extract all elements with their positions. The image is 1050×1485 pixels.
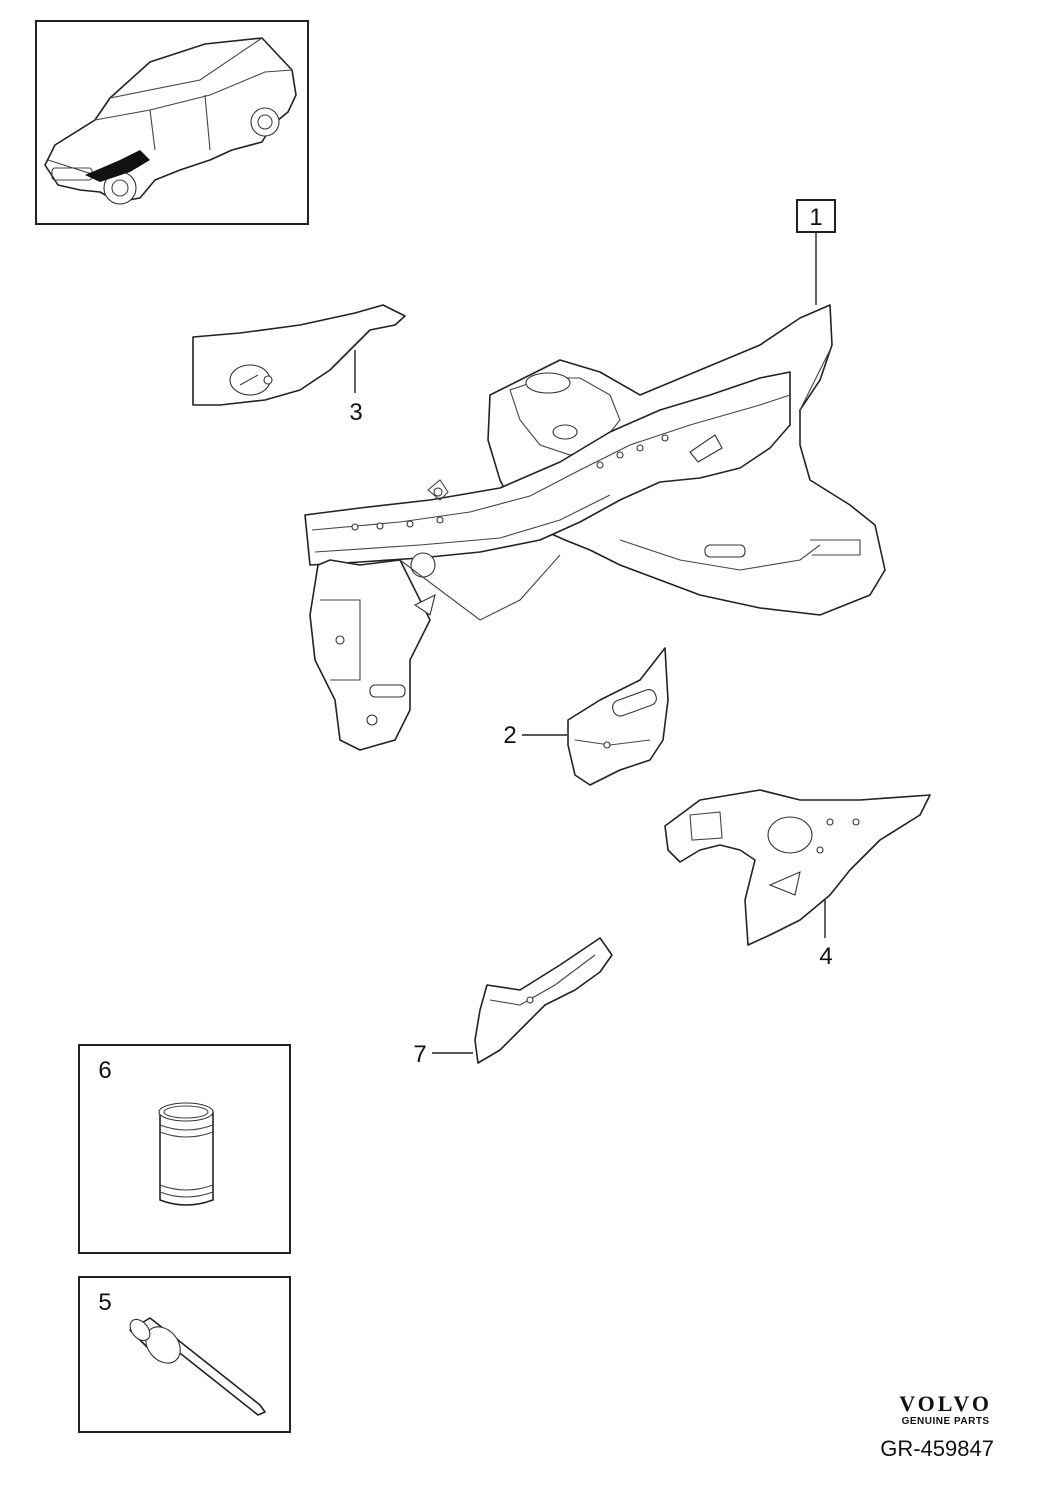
part-6-box: 6 bbox=[78, 1044, 291, 1254]
reference-number: GR-459847 bbox=[880, 1436, 994, 1461]
callout-1: 1 bbox=[809, 204, 822, 231]
callout-7: 7 bbox=[413, 1041, 426, 1068]
callout-6: 6 bbox=[98, 1057, 111, 1084]
callout-2: 2 bbox=[503, 722, 516, 749]
car-location-thumbnail bbox=[35, 20, 309, 225]
callout-5: 5 bbox=[98, 1289, 111, 1316]
car-location-thumbnail-icon bbox=[44, 37, 297, 205]
brand-block: VOLVO GENUINE PARTS bbox=[899, 1392, 992, 1428]
rivet-part-icon bbox=[129, 1317, 266, 1416]
brand-subtitle: GENUINE PARTS bbox=[901, 1416, 990, 1427]
callout-4: 4 bbox=[819, 943, 832, 970]
part-5-box: 5 bbox=[78, 1276, 291, 1433]
sleeve-part-icon bbox=[158, 1102, 214, 1206]
part-1-front-frame: 1 bbox=[304, 199, 886, 751]
part-3-upper-panel: 3 bbox=[192, 304, 406, 426]
volvo-logo: VOLVO bbox=[899, 1391, 992, 1416]
part-2-bracket: 2 bbox=[503, 647, 669, 786]
callout-3: 3 bbox=[349, 399, 362, 426]
part-7-rail-bracket: 7 bbox=[413, 937, 613, 1068]
part-4-side-panel: 4 bbox=[664, 789, 931, 970]
